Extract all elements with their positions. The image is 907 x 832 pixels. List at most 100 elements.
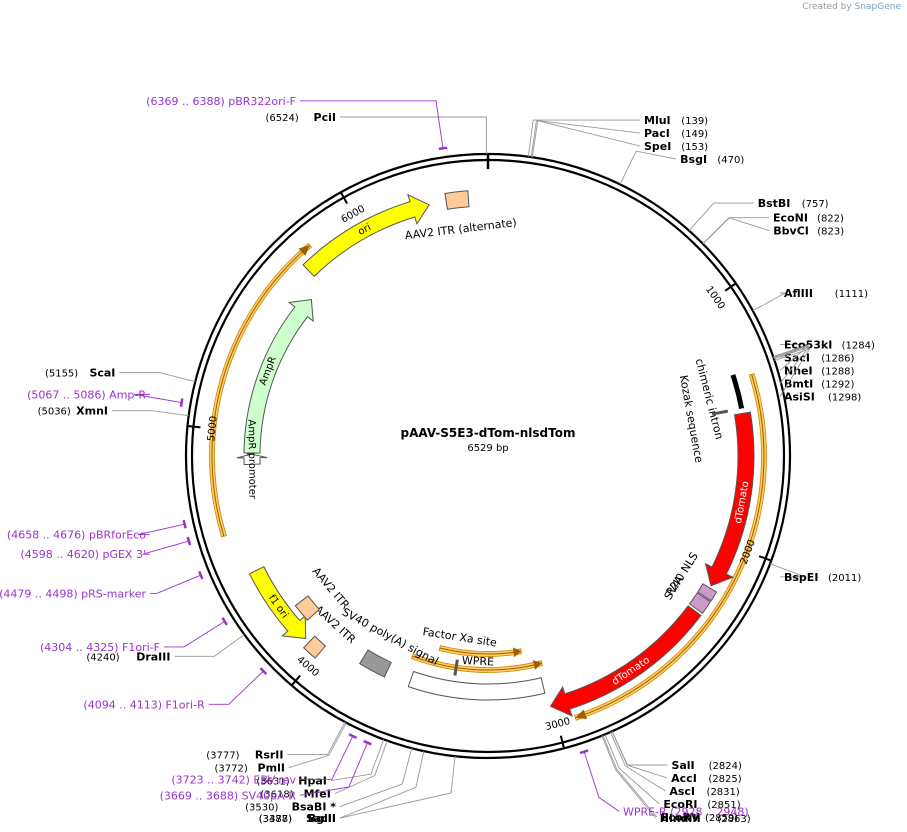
site-name-econi[interactable]: EcoNI — [773, 212, 808, 225]
primer-label-4479-4498-prs-marker[interactable]: (4479 .. 4498) pRS-marker — [0, 588, 146, 601]
feature-aav2-itr-6[interactable] — [294, 595, 321, 621]
primer-label-4094-4113-f1ori-r[interactable]: (4094 .. 4113) F1ori-R — [83, 698, 205, 711]
orf-arrow-3[interactable] — [209, 242, 313, 538]
feature-kozak-sequence-8[interactable] — [711, 409, 729, 416]
site-name-rsrii[interactable]: RsrII — [255, 749, 284, 762]
site-leader-acci — [611, 731, 668, 779]
site-name-paci[interactable]: PacI — [644, 127, 670, 140]
site-name-asisi[interactable]: AsiSI — [784, 391, 815, 404]
feature-ori-0[interactable] — [302, 193, 430, 278]
primer-label-5067-5086-amp-r[interactable]: (5067 .. 5086) Amp-R — [27, 388, 146, 401]
site-leader-asisi — [774, 348, 811, 397]
feature-factor-xa-site-15[interactable] — [453, 659, 459, 676]
feature-aav2-itr-5[interactable] — [302, 635, 327, 659]
primer-label-6369-6388-pbr322ori-f[interactable]: (6369 .. 6388) pBR322ori-F — [146, 95, 296, 108]
site-name-bstbi[interactable]: BstBI — [758, 197, 791, 210]
primer-mark-wpre-r-2928-2948[interactable] — [579, 749, 589, 755]
primer-label-wpre-r-2928-2948[interactable]: WPRE-R (2928 .. 2948) — [623, 805, 749, 818]
feature-sv40-nls-10[interactable] — [697, 583, 718, 602]
tick-mark-3000 — [559, 735, 566, 749]
site-name-hindiii[interactable]: HindIII — [660, 812, 701, 825]
feature-label-wpre-13: WPRE — [462, 654, 495, 669]
site-name-bmti[interactable]: BmtI — [784, 378, 813, 391]
site-leader-sacii — [339, 756, 456, 819]
site-name-ecori[interactable]: EcoRI — [663, 798, 697, 811]
tick-mark-4000 — [290, 674, 301, 687]
primer-label-3669-3688-sv40pa-r[interactable]: (3669 .. 3688) SV40pA-R — [160, 789, 297, 802]
site-name-spei[interactable]: SpeI — [644, 140, 671, 153]
site-name-sali[interactable]: SalI — [671, 759, 694, 772]
site-name-nhei[interactable]: NheI — [784, 365, 813, 378]
feature-f1-ori-3[interactable] — [248, 566, 307, 640]
primer-mark-3669-3688-sv40pa-r[interactable] — [363, 739, 372, 746]
site-name-bglii[interactable]: BglII — [308, 812, 336, 825]
tick-mark-6000 — [339, 191, 349, 205]
site-position-afliii: (1111) — [835, 289, 868, 300]
site-position-asisi: (1298) — [828, 393, 861, 404]
site-position-rsrii: (3777) — [206, 751, 239, 762]
primer-mark-6369-6388-pbr322ori-f[interactable] — [438, 146, 448, 151]
site-position-bglii: (3487) — [259, 814, 292, 825]
primer-leader-4598-4620-pgex-3 — [142, 540, 189, 555]
site-name-ecorv[interactable]: EcoRV — [661, 811, 700, 824]
feature-dtomato-9[interactable] — [704, 411, 755, 587]
feature-ampr-1[interactable] — [243, 298, 314, 454]
primer-leader-4658-4676-pbrforeco — [137, 523, 185, 536]
primer-mark-5067-5086-amp-r[interactable] — [179, 398, 184, 407]
site-name-mlui[interactable]: MluI — [644, 114, 671, 127]
primer-label-4658-4676-pbrforeco[interactable]: (4658 .. 4676) pBRforEco — [7, 529, 146, 542]
primer-label-4304-4325-f1ori-f[interactable]: (4304 .. 4325) F1ori-F — [40, 641, 160, 654]
site-name-xmni[interactable]: XmnI — [76, 405, 108, 418]
site-leader-hindiii — [601, 735, 657, 819]
site-position-xmni: (5036) — [38, 407, 71, 418]
plasmid-name: pAAV-S5E3-dTom-nlsdTom — [401, 426, 576, 440]
site-name-bspei[interactable]: BspEI — [784, 571, 818, 584]
site-name-afliii[interactable]: AflIII — [784, 287, 813, 300]
site-name-pmli[interactable]: PmlI — [258, 762, 285, 775]
site-name-scai[interactable]: ScaI — [89, 367, 115, 380]
site-position-scai: (5155) — [45, 369, 78, 380]
primer-mark-4094-4113-f1ori-r[interactable] — [259, 667, 268, 675]
feature-wpre-13[interactable] — [407, 670, 546, 701]
site-name-bsgi[interactable]: BsgI — [680, 153, 707, 166]
primer-mark-4479-4498-prs-marker[interactable] — [198, 570, 204, 580]
primer-mark-4304-4325-f1ori-f[interactable] — [221, 617, 228, 626]
site-name-sacii[interactable]: SacII — [306, 812, 336, 825]
site-position-sali: (2824) — [709, 761, 742, 772]
site-name-acci[interactable]: AccI — [671, 772, 697, 785]
primer-label-3723-3742-ebv-rev[interactable]: (3723 .. 3742) EBV-rev — [171, 773, 296, 786]
site-name-draiii[interactable]: DraIII — [136, 650, 170, 663]
feature-dtomato-12[interactable] — [549, 605, 702, 717]
site-leader-rsrii — [287, 721, 346, 756]
site-leader-bmti — [773, 346, 811, 384]
site-name-hpai[interactable]: HpaI — [298, 775, 327, 788]
orf-head-1 — [532, 660, 542, 670]
site-leader-scai — [119, 372, 196, 383]
feature-chimeric-intron-7[interactable] — [730, 374, 745, 409]
site-name-pcii[interactable]: PciI — [314, 111, 336, 124]
primer-mark-4598-4620-pgex-3[interactable] — [186, 536, 192, 546]
feature-ampr-promoter-2[interactable] — [236, 453, 268, 466]
primer-mark-4658-4676-pbrforeco[interactable] — [182, 519, 187, 529]
site-position-spei: (153) — [681, 142, 708, 153]
site-position-econi: (822) — [817, 214, 844, 225]
feature-aav2-itr-alternate-4[interactable] — [444, 190, 470, 210]
primer-mark-3723-3742-ebv-rev[interactable] — [348, 733, 358, 739]
orf-head-2 — [512, 647, 522, 658]
site-position-hindiii: (2863) — [717, 814, 750, 825]
site-name-bbvci[interactable]: BbvCI — [773, 225, 809, 238]
feature-p2a-11[interactable] — [688, 592, 712, 615]
primer-leader-3669-3688-sv40pa-r — [299, 742, 368, 796]
site-name-asci[interactable]: AscI — [669, 785, 695, 798]
primer-leader-4304-4325-f1ori-f — [163, 621, 225, 648]
site-position-paci: (149) — [681, 129, 708, 140]
restriction-site-layer: MluI(139)PacI(149)SpeI(153)BsgI(470)BstB… — [38, 111, 875, 825]
orf-arrow-1[interactable] — [410, 653, 544, 673]
plasmid-length: 6529 bp — [467, 443, 508, 454]
site-leader-bstbi — [688, 202, 754, 231]
primer-label-4598-4620-pgex-3[interactable]: (4598 .. 4620) pGEX 3' — [20, 548, 146, 561]
site-name-bsabi[interactable]: BsaBI * — [292, 801, 337, 814]
feature-sv40-poly-a-signal-14[interactable] — [358, 649, 392, 678]
site-leader-sali — [611, 731, 668, 766]
primer-leader-3723-3742-ebv-rev — [300, 735, 354, 780]
